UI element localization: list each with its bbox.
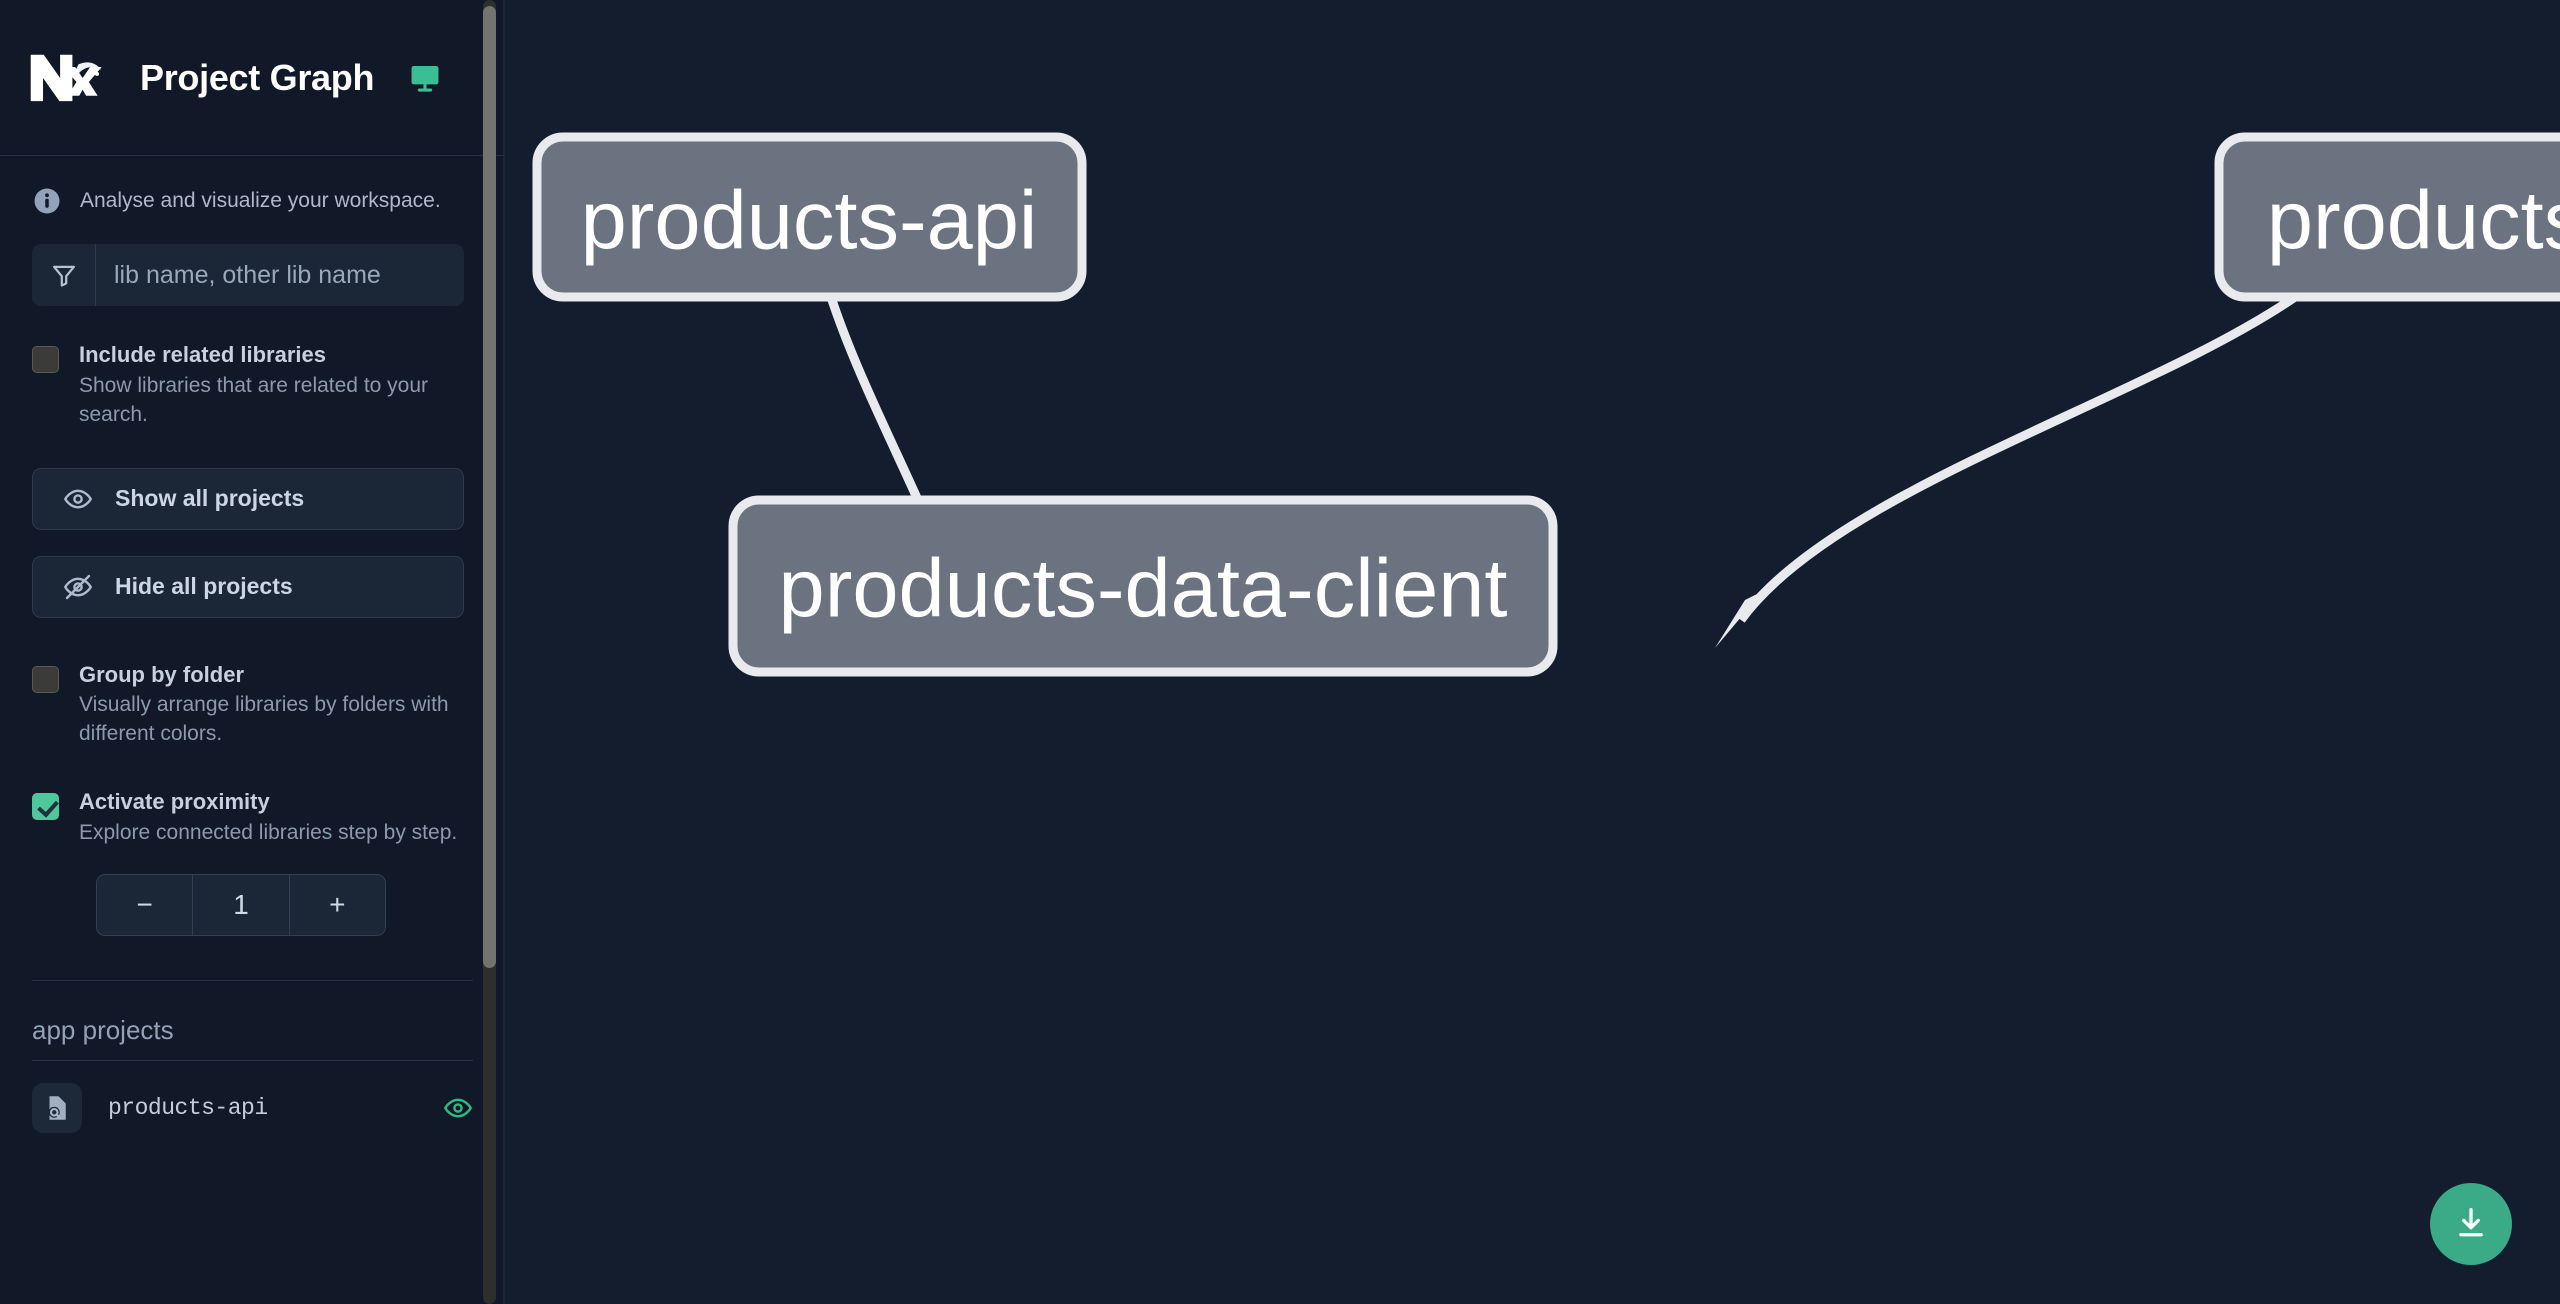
include-related-libraries-checkbox[interactable] (32, 346, 59, 373)
filter-box[interactable] (32, 244, 464, 306)
include-related-libraries-description: Show libraries that are related to your … (79, 373, 429, 426)
group-by-folder-description: Visually arrange libraries by folders wi… (79, 693, 449, 746)
funnel-icon (50, 261, 78, 289)
group-title-app-projects: app projects (32, 981, 473, 1061)
option-group-by-folder[interactable]: Group by folder Visually arrange librari… (32, 660, 473, 750)
option-include-related-libraries[interactable]: Include related libraries Show libraries… (32, 340, 473, 430)
sidebar-scroll-area[interactable]: Project Graph (0, 0, 505, 1304)
document-search-icon-box (32, 1082, 82, 1133)
node-label-products-data-client: products-data-client (779, 542, 1508, 635)
sidebar-scrollbar-thumb[interactable] (483, 6, 496, 968)
page-title: Project Graph (140, 56, 375, 98)
eye-slash-icon (63, 572, 93, 602)
proximity-stepper[interactable]: − 1 + (96, 873, 386, 936)
project-visibility-eye-icon[interactable] (443, 1093, 473, 1123)
search-input[interactable] (96, 244, 464, 306)
download-icon (2452, 1204, 2490, 1245)
project-name-products-api: products-api (108, 1094, 268, 1121)
show-all-projects-button[interactable]: Show all projects (32, 467, 464, 530)
edge-arrowhead-2 (1715, 591, 1763, 648)
download-graph-button[interactable] (2430, 1183, 2512, 1265)
sidebar-edge (503, 0, 505, 1304)
project-graph-svg[interactable]: products-api products-cli products-data-… (505, 0, 2560, 1304)
group-by-folder-checkbox[interactable] (32, 665, 59, 693)
proximity-increment-button[interactable]: + (329, 888, 346, 920)
graph-canvas[interactable]: products-api products-cli products-data-… (505, 0, 2560, 1304)
project-list-item-products-api[interactable]: products-api (32, 1082, 473, 1133)
sidebar-body: Analyse and visualize your workspace. (0, 156, 505, 1133)
edge-products-cli-to-products-data-client (1737, 293, 2298, 623)
node-label-products-cli: products-cli (2267, 174, 2560, 267)
proximity-value: 1 (193, 874, 290, 935)
workspace-info: Analyse and visualize your workspace. (32, 156, 473, 244)
document-search-icon (42, 1093, 72, 1123)
sidebar: Project Graph (0, 0, 505, 1304)
monitor-icon[interactable] (408, 61, 442, 95)
info-circle-icon (32, 186, 62, 216)
sidebar-divider (32, 979, 473, 981)
activate-proximity-label: Activate proximity (79, 789, 270, 815)
nx-logo-icon (28, 52, 110, 104)
option-activate-proximity[interactable]: Activate proximity Explore connected lib… (32, 787, 473, 848)
graph-node-products-api[interactable]: products-api (532, 132, 1087, 302)
workspace-info-text: Analyse and visualize your workspace. (80, 189, 441, 212)
graph-node-products-cli[interactable]: products-cli (2214, 132, 2560, 302)
hide-all-projects-button[interactable]: Hide all projects (32, 555, 464, 618)
eye-icon (63, 484, 93, 514)
node-label-products-api: products-api (581, 174, 1038, 267)
group-by-folder-label: Group by folder (79, 661, 244, 687)
graph-node-products-data-client[interactable]: products-data-client (728, 495, 1558, 677)
activate-proximity-description: Explore connected libraries step by step… (79, 820, 458, 844)
sidebar-header: Project Graph (0, 0, 505, 156)
funnel-icon-wrap (32, 244, 96, 306)
include-related-libraries-label: Include related libraries (79, 342, 326, 367)
sidebar-scrollbar-track[interactable] (483, 0, 496, 1304)
proximity-decrement-button[interactable]: − (97, 874, 194, 935)
hide-all-projects-label: Hide all projects (115, 573, 293, 600)
show-all-projects-label: Show all projects (115, 485, 305, 512)
activate-proximity-checkbox[interactable] (32, 793, 59, 821)
